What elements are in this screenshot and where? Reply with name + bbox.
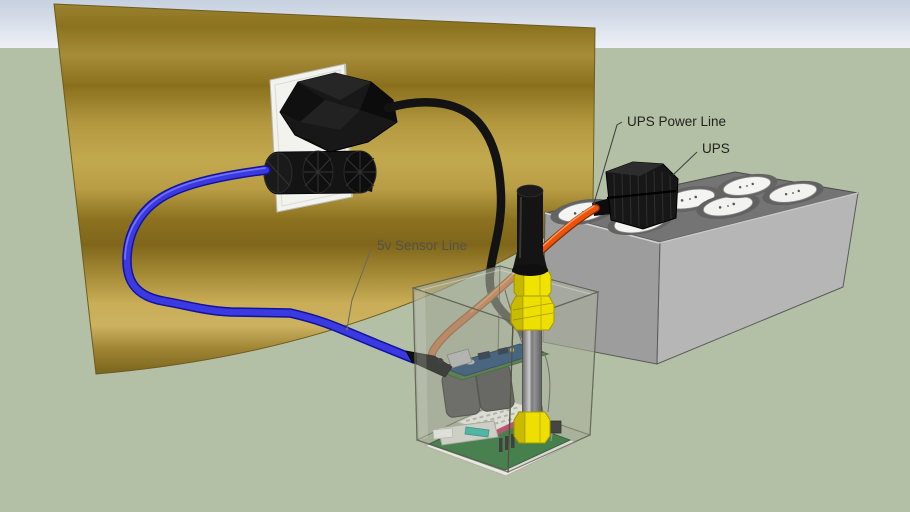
sensor-cable-plug [405, 350, 453, 378]
relay-boxes [441, 362, 515, 418]
label-sensor-line: 5v Sensor Line [377, 238, 467, 253]
ups-outlet [696, 192, 760, 220]
probe-top-fitting [510, 267, 555, 331]
sensor-cable [122, 165, 419, 364]
callout-ups: UPS [672, 141, 730, 176]
sensor-probe [510, 184, 555, 444]
outlet-adapter-cylinder [263, 150, 377, 195]
sd-card-module [432, 420, 499, 446]
outlet-adapter-hex [279, 72, 398, 153]
antenna [512, 184, 548, 276]
ups-plug [592, 161, 679, 230]
board-connector [446, 348, 473, 369]
controller-enclosure-front [411, 265, 600, 473]
ups-outlet [762, 180, 824, 206]
probe-bottom-fitting [513, 411, 551, 444]
power-cable-terminal [437, 358, 443, 364]
ups-outlet [716, 173, 778, 199]
controller-internals [405, 289, 578, 477]
callout-sensor-line: 5v Sensor Line [345, 238, 467, 331]
ups-box [542, 171, 859, 365]
pin-header [499, 434, 515, 452]
callouts: UPS Power Line UPS 5v Sensor Line [345, 114, 730, 331]
label-ups: UPS [702, 141, 730, 156]
callout-ups-power-line: UPS Power Line [592, 114, 726, 205]
label-ups-power-line: UPS Power Line [627, 114, 726, 129]
